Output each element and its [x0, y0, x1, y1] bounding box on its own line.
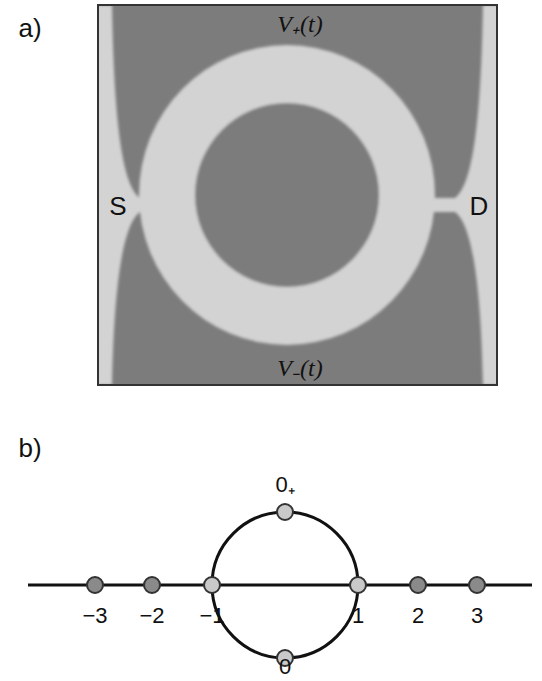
contact-label: S	[109, 192, 126, 221]
panel-letter: a)	[18, 14, 41, 43]
sites	[87, 504, 485, 666]
ring-line	[212, 512, 358, 658]
gate-region	[98, 5, 497, 385]
site-index: −2	[139, 604, 164, 628]
site-index: 2	[412, 604, 424, 628]
site-index: 0₊	[275, 473, 294, 497]
site-index: −3	[82, 604, 107, 628]
contact-label: D	[470, 192, 489, 221]
panel-letter: b)	[18, 434, 41, 463]
site-index: 1	[352, 604, 364, 628]
site-index: 0	[279, 655, 291, 679]
gate-voltage: V₊(t)	[277, 11, 322, 37]
channel	[98, 5, 497, 385]
gate-voltage: V₋(t)	[277, 355, 322, 381]
site-index: −1	[199, 604, 224, 628]
frame	[98, 5, 497, 385]
site-index: 3	[471, 604, 483, 628]
